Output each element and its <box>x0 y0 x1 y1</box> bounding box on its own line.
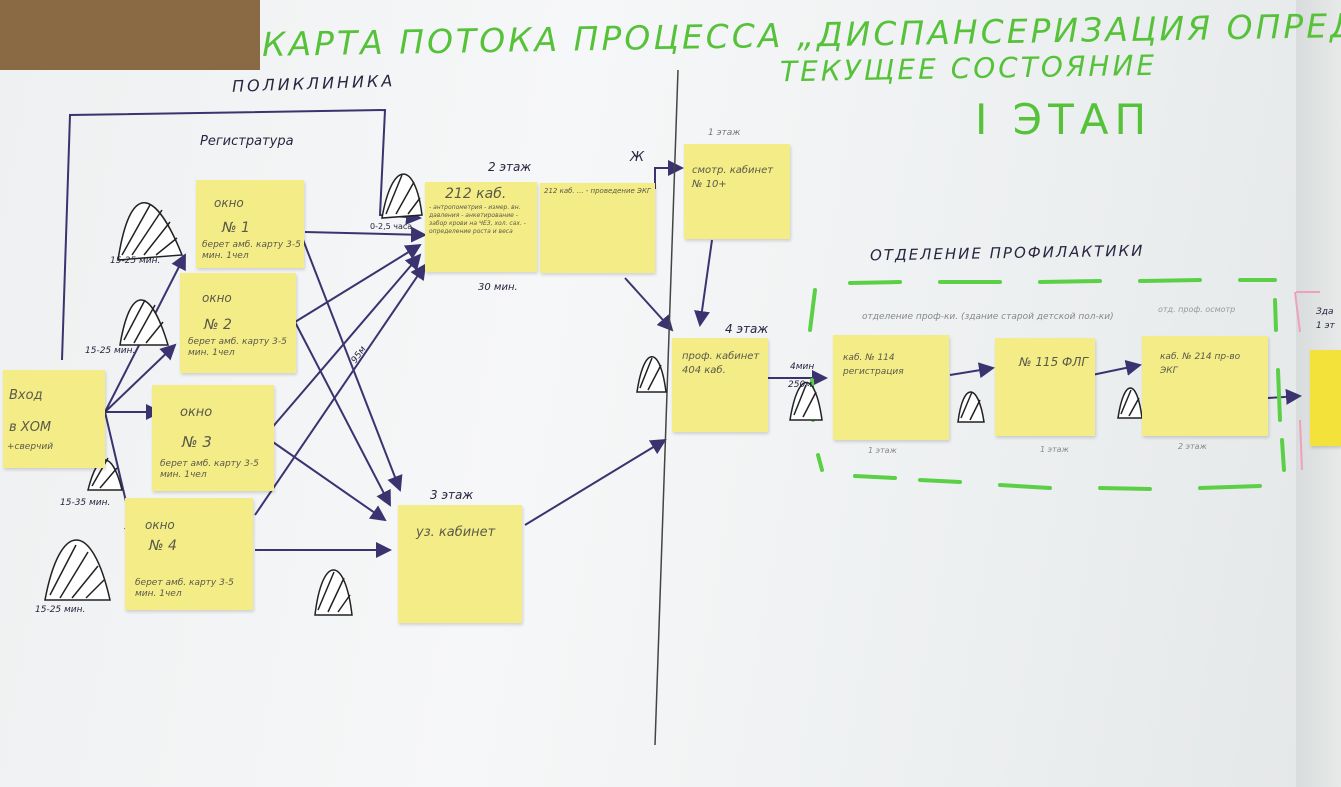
prevention-note-left: отделение проф-ки. (здание старой детско… <box>862 312 1114 322</box>
window-4-text: берет амб. карту 3-5 мин. 1чел <box>135 578 234 599</box>
room-114-note: каб. № 114 регистрация <box>833 335 949 440</box>
label-250m: 250м. <box>788 380 815 390</box>
window-4-title: окно <box>145 518 175 532</box>
window-4-note: окно № 4 берет амб. карту 3-5 мин. 1чел <box>125 498 253 610</box>
label-4min: 4мин <box>790 362 815 372</box>
window-1-text: берет амб. карту 3-5 мин. 1чел <box>202 240 301 261</box>
room-214-note: каб. № 214 пр-во ЭКГ <box>1142 336 1268 436</box>
window-2-title: окно <box>202 291 232 305</box>
room-212-ecg-note: 212 каб. ... - проведение ЭКГ <box>540 183 655 273</box>
room-212-items: - антропометрия - измер. вн. давления - … <box>429 204 526 235</box>
room-115-note: № 115 ФЛГ <box>995 338 1095 436</box>
floor-4-label: 4 этаж <box>725 322 769 336</box>
edge-yellow-note <box>1310 350 1341 446</box>
queue-time-2: 15-25 мин. <box>85 346 136 356</box>
stage-label: I ЭТАП <box>975 95 1153 144</box>
room-115-floor: 1 этаж <box>1040 445 1069 454</box>
ultrasound-text: уз. кабинет <box>416 525 496 540</box>
room-114-text: каб. № 114 регистрация <box>843 353 904 377</box>
queue-time-4: 15-25 мин. <box>35 605 86 615</box>
room-404-note: проф. кабинет 404 каб. <box>672 338 768 432</box>
room-115-text: № 115 ФЛГ <box>1019 355 1089 369</box>
window-3-number: № 3 <box>182 433 212 451</box>
window-2-note: окно № 2 берет амб. карту 3-5 мин. 1чел <box>180 273 296 373</box>
floor-3-label: 3 этаж <box>430 488 474 502</box>
room-214-text: каб. № 214 пр-во ЭКГ <box>1160 352 1241 376</box>
entry-note: Вход в ХОМ +сверчий <box>3 370 105 468</box>
label-zh: Ж <box>630 150 645 165</box>
window-1-title: окно <box>214 196 244 210</box>
floor-2-wait: 0-2,5 часа <box>370 222 413 231</box>
window-3-title: окно <box>180 405 213 420</box>
room-floor-1-text: смотр. кабинет № 10+ <box>692 165 774 190</box>
entry-line-3: +сверчий <box>7 442 54 452</box>
divider-line <box>654 69 679 746</box>
room-212-ecg-text: 212 каб. ... - проведение ЭКГ <box>544 187 651 195</box>
edge-text: Зда 1 эт <box>1316 307 1335 331</box>
queue-time-3: 15-35 мин. <box>60 498 111 508</box>
room-404-text: проф. кабинет 404 каб. <box>682 351 760 376</box>
room-floor-1-note: смотр. кабинет № 10+ <box>684 144 790 239</box>
window-1-note: окно № 1 берет амб. карту 3-5 мин. 1чел <box>196 180 304 268</box>
window-3-text: берет амб. карту 3-5 мин. 1чел <box>160 459 259 480</box>
window-2-text: берет амб. карту 3-5 мин. 1чел <box>188 337 287 358</box>
prevention-note-right: отд. проф. осмотр <box>1158 305 1236 314</box>
floor-1-label: 1 этаж <box>708 128 741 138</box>
entry-line-2: в ХОМ <box>9 420 52 435</box>
room-114-floor: 1 этаж <box>868 446 897 455</box>
window-2-number: № 2 <box>204 317 232 333</box>
prevention-dashed-box <box>808 278 1286 491</box>
wooden-table-corner <box>0 0 260 70</box>
window-3-note: окно № 3 берет амб. карту 3-5 мин. 1чел <box>152 385 274 491</box>
registry-label: Регистратура <box>200 134 294 149</box>
ultrasound-note: уз. кабинет <box>398 505 522 623</box>
room-212-title: 212 каб. <box>445 186 507 202</box>
window-1-number: № 1 <box>222 220 250 236</box>
entry-line-1: Вход <box>9 388 43 403</box>
queue-time-1: 15-25 мин. <box>110 256 161 266</box>
inventory-triangles <box>44 173 1143 616</box>
room-212-note: 212 каб. - антропометрия - измер. вн. да… <box>425 182 537 272</box>
floor-2-label: 2 этаж <box>488 160 532 174</box>
floor-2-time: 30 мин. <box>478 282 518 293</box>
room-214-floor: 2 этаж <box>1178 442 1207 451</box>
window-4-number: № 4 <box>149 538 177 554</box>
